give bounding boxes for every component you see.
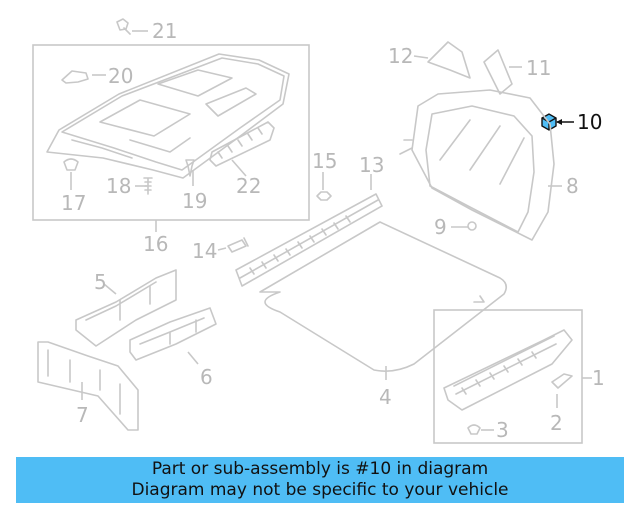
part-7-panel[interactable] — [37, 341, 139, 431]
part-16-package-tray[interactable] — [46, 53, 290, 179]
part-19-clip[interactable] — [185, 159, 195, 186]
callout-14: 14 — [192, 239, 217, 263]
part-20-clip[interactable] — [61, 70, 106, 84]
part-13-sill-plate[interactable] — [235, 174, 383, 287]
part-8-side-trim[interactable] — [399, 89, 562, 241]
callout-5: 5 — [94, 270, 107, 294]
part-12-panel[interactable] — [413, 41, 471, 79]
part-17-clip[interactable] — [63, 158, 79, 190]
part-21-screw[interactable] — [116, 18, 148, 35]
callout-2: 2 — [550, 411, 563, 435]
callout-20: 20 — [108, 64, 133, 88]
callout-15: 15 — [312, 149, 337, 173]
part-2-clip[interactable] — [551, 373, 573, 408]
callout-8: 8 — [566, 174, 579, 198]
part-10-highlighted[interactable] — [541, 113, 574, 131]
part-5-brace[interactable] — [75, 269, 177, 347]
banner-line-1: Part or sub-assembly is #10 in diagram — [151, 459, 489, 479]
group-box-1 — [433, 309, 583, 444]
part-1-scuff-plate[interactable] — [443, 329, 573, 411]
info-banner: Part or sub-assembly is #10 in diagram D… — [16, 457, 624, 503]
part-4-floor-mat[interactable] — [259, 221, 508, 380]
callout-4: 4 — [379, 385, 392, 409]
callout-22: 22 — [236, 174, 261, 198]
callout-7: 7 — [76, 403, 89, 427]
callout-13: 13 — [359, 153, 384, 177]
banner-line-2: Diagram may not be specific to your vehi… — [131, 480, 509, 500]
part-3-clip[interactable] — [467, 424, 494, 435]
part-9-clip[interactable] — [451, 221, 477, 231]
part-15-clip[interactable] — [316, 172, 332, 201]
part-14-pin[interactable] — [217, 237, 249, 253]
callout-12: 12 — [388, 44, 413, 68]
callout-6: 6 — [200, 365, 213, 389]
group-box-16 — [32, 44, 310, 221]
part-11-panel[interactable] — [483, 49, 522, 95]
callout-1: 1 — [592, 366, 605, 390]
callout-3: 3 — [496, 418, 509, 442]
part-22-bracket[interactable] — [209, 121, 275, 177]
callout-18: 18 — [106, 174, 131, 198]
part-6-brace[interactable] — [129, 307, 217, 365]
part-18-bolt[interactable] — [135, 177, 153, 195]
callout-9: 9 — [434, 215, 447, 239]
callout-10: 10 — [577, 110, 602, 134]
callout-19: 19 — [182, 189, 207, 213]
callout-11: 11 — [526, 56, 551, 80]
callout-16: 16 — [143, 232, 168, 256]
callout-21: 21 — [152, 19, 177, 43]
callout-17: 17 — [61, 191, 86, 215]
